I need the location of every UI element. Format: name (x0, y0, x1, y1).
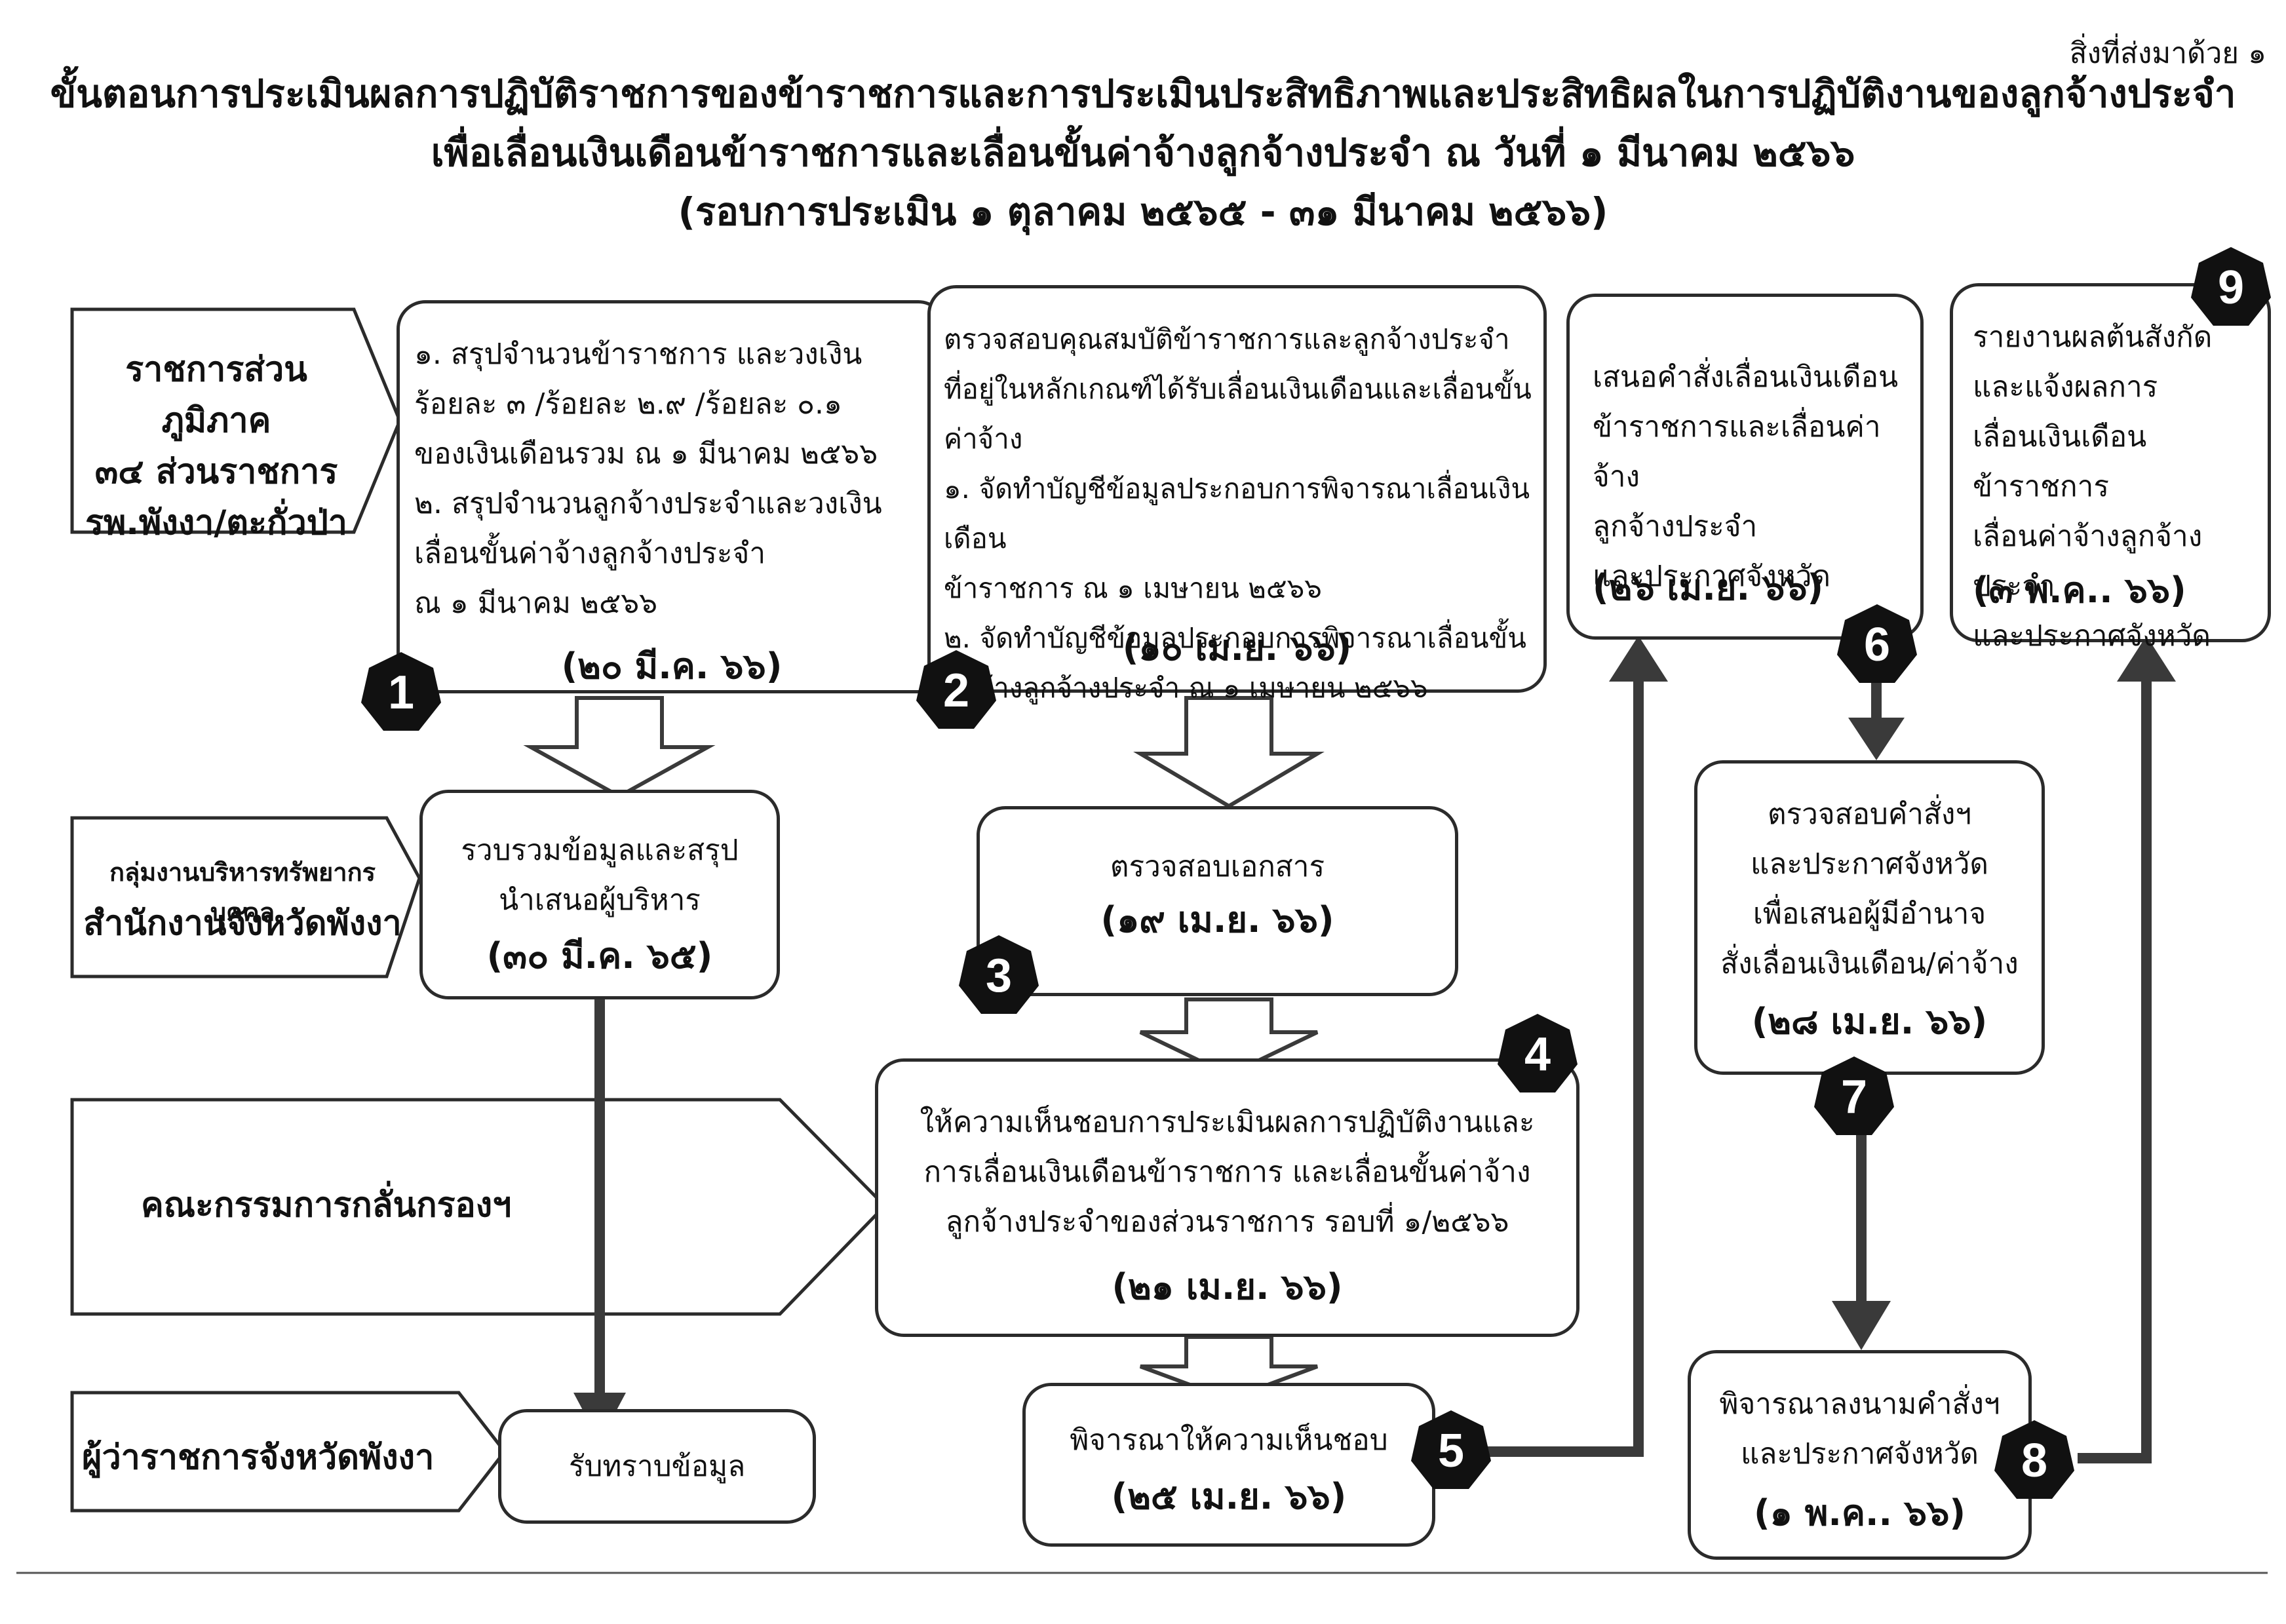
step-1-badge: 1 (359, 651, 443, 735)
step-3-box: ตรวจสอบเอกสาร (๑๙ เม.ย. ๖๖) (977, 806, 1458, 996)
step-2-badge: 2 (914, 649, 998, 733)
page-title-line-1: ขั้นตอนการประเมินผลการปฏิบัติราชการของข้… (50, 71, 2236, 116)
attachment-note: สิ่งที่ส่งมาด้วย ๑ (2069, 37, 2266, 70)
actor-regional-label: ราชการส่วนภูมิภาค ๓๔ ส่วนราชการ รพ.พังงา… (85, 350, 347, 543)
step-9-text: รายงานผลต้นสังกัด และแจ้งผลการ เลื่อนเงิ… (1973, 320, 2213, 653)
acknowledge-box: รับทราบข้อมูล (498, 1409, 816, 1524)
hollow-arrow-2 (1133, 696, 1325, 809)
step-6-box: เสนอคำสั่งเลื่อนเงินเดือน ข้าราชการและเล… (1566, 294, 1924, 640)
actor-shape-hr (70, 816, 421, 978)
arrow-8-to-9 (2078, 662, 2152, 1463)
step-1-box: ๑. สรุปจำนวนข้าราชการ และวงเงิน ร้อยละ ๓… (397, 300, 947, 693)
step-7-badge: 7 (1812, 1055, 1896, 1139)
arrowhead-6 (1609, 636, 1668, 682)
step-5-badge: 5 (1409, 1409, 1493, 1493)
actor-shape-committee (70, 1098, 887, 1316)
step-7-date: (๒๘ เม.ย. ๖๖) (1751, 1001, 1988, 1042)
step-2-date: (๑๐ เม.ย. ๖๖) (1122, 627, 1352, 668)
step-1-text: ๑. สรุปจำนวนข้าราชการ และวงเงิน ร้อยละ ๓… (414, 338, 882, 620)
step-8-date: (๑ พ.ค.. ๖๖) (1753, 1492, 1966, 1534)
page-title-line-3: (รอบการประเมิน ๑ ตุลาคม ๒๕๖๕ - ๓๑ มีนาคม… (678, 189, 1608, 234)
collect-date: (๓๐ มี.ค. ๖๕) (486, 935, 713, 976)
step-5-date: (๒๕ เม.ย. ๖๖) (1111, 1476, 1347, 1517)
step-3-badge: 3 (957, 934, 1041, 1018)
step-4-badge: 4 (1496, 1013, 1579, 1096)
hollow-arrow-3 (1139, 997, 1319, 1077)
step-9-badge: 9 (2189, 246, 2273, 330)
step-7-box: ตรวจสอบคำสั่งฯ และประกาศจังหวัด เพื่อเสน… (1694, 760, 2045, 1075)
arrowhead-8 (1832, 1301, 1891, 1350)
step-5-box: พิจารณาให้ความเห็นชอบ (๒๕ เม.ย. ๖๖) (1022, 1383, 1435, 1547)
step-4-date: (๒๑ เม.ย. ๖๖) (1112, 1266, 1343, 1307)
actor-shape-governor (70, 1391, 507, 1513)
actor-hr-group-label: กลุ่มงานบริหารทรัพยากรบุคคล (109, 858, 376, 927)
arrowhead-7 (1848, 718, 1905, 760)
hollow-arrow-1 (523, 696, 716, 799)
page-title-line-2: เพื่อเลื่อนเงินเดือนข้าราชการและเลื่อนขั… (431, 130, 1855, 175)
arrow-5-to-6 (1481, 662, 1644, 1457)
step-1-date: (๒๐ มี.ค. ๖๖) (561, 646, 783, 687)
step-8-text: พิจารณาลงนามคำสั่งฯ และประกาศจังหวัด (1719, 1387, 2000, 1471)
step-2-box: ตรวจสอบคุณสมบัติข้าราชการและลูกจ้างประจำ… (927, 285, 1547, 704)
step-4-box: ให้ความเห็นชอบการประเมินผลการปฏิบัติงานแ… (875, 1058, 1579, 1337)
collect-text: รวบรวมข้อมูลและสรุป นำเสนอผู้บริหาร (461, 834, 739, 917)
step-7-text: ตรวจสอบคำสั่งฯ และประกาศจังหวัด เพื่อเสน… (1720, 798, 2019, 980)
actor-hr-office-label: สำนักงานจังหวัดพังงา (83, 904, 402, 943)
step-3-text: ตรวจสอบเอกสาร (1110, 850, 1325, 883)
step-6-badge: 6 (1835, 603, 1919, 687)
collect-box: รวบรวมข้อมูลและสรุป นำเสนอผู้บริหาร (๓๐ … (419, 790, 780, 999)
step-5-text: พิจารณาให้ความเห็นชอบ (1070, 1423, 1388, 1457)
actor-governor-label: ผู้ว่าราชการจังหวัดพังงา (82, 1438, 435, 1477)
step-9-box: รายงานผลต้นสังกัด และแจ้งผลการ เลื่อนเงิ… (1950, 283, 2271, 653)
step-6-text: เสนอคำสั่งเลื่อนเงินเดือน ข้าราชการและเล… (1593, 360, 1899, 593)
step-8-badge: 8 (1992, 1419, 2076, 1503)
step-3-date: (๑๙ เม.ย. ๖๖) (1100, 899, 1334, 940)
step-6-date: (๒๖ เม.ย. ๖๖) (1593, 567, 1824, 608)
arrowhead-9 (2117, 636, 2176, 682)
step-4-text: ให้ความเห็นชอบการประเมินผลการปฏิบัติงานแ… (920, 1106, 1535, 1239)
step-9-date: (๓ พ.ค.. ๖๖) (1973, 570, 2186, 611)
actor-shape-regional (70, 307, 402, 534)
step-8-box: พิจารณาลงนามคำสั่งฯ และประกาศจังหวัด (๑ … (1688, 1350, 2032, 1560)
acknowledge-text: รับทราบข้อมูล (568, 1450, 746, 1483)
actor-committee-label: คณะกรรมการกลั่นกรองฯ (141, 1186, 512, 1225)
